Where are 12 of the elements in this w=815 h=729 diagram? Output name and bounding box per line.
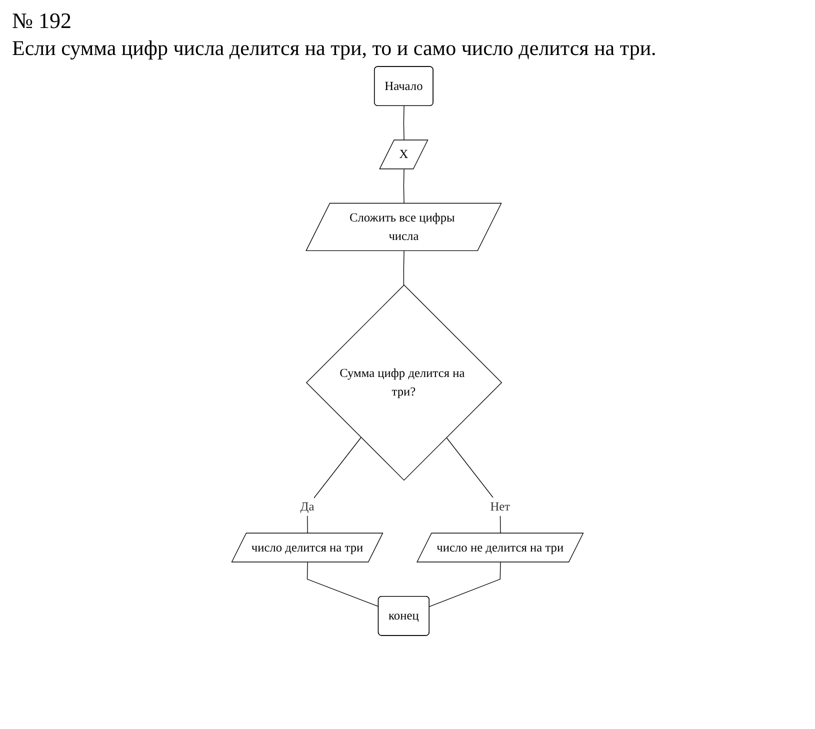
- node-diamond: Сумма цифр делится на три?: [306, 284, 502, 481]
- connector: [403, 168, 404, 204]
- exercise-number: № 192: [12, 8, 72, 34]
- connector: [429, 562, 501, 607]
- edge-label: Да: [300, 499, 314, 514]
- connector: [306, 562, 379, 607]
- connector: [403, 250, 404, 286]
- edge-label: Нет: [490, 499, 510, 514]
- connector: [306, 437, 362, 534]
- connector: [446, 437, 501, 534]
- statement-text: Если сумма цифр числа делится на три, то и само число делится на три.: [12, 36, 658, 61]
- connector: [403, 106, 404, 141]
